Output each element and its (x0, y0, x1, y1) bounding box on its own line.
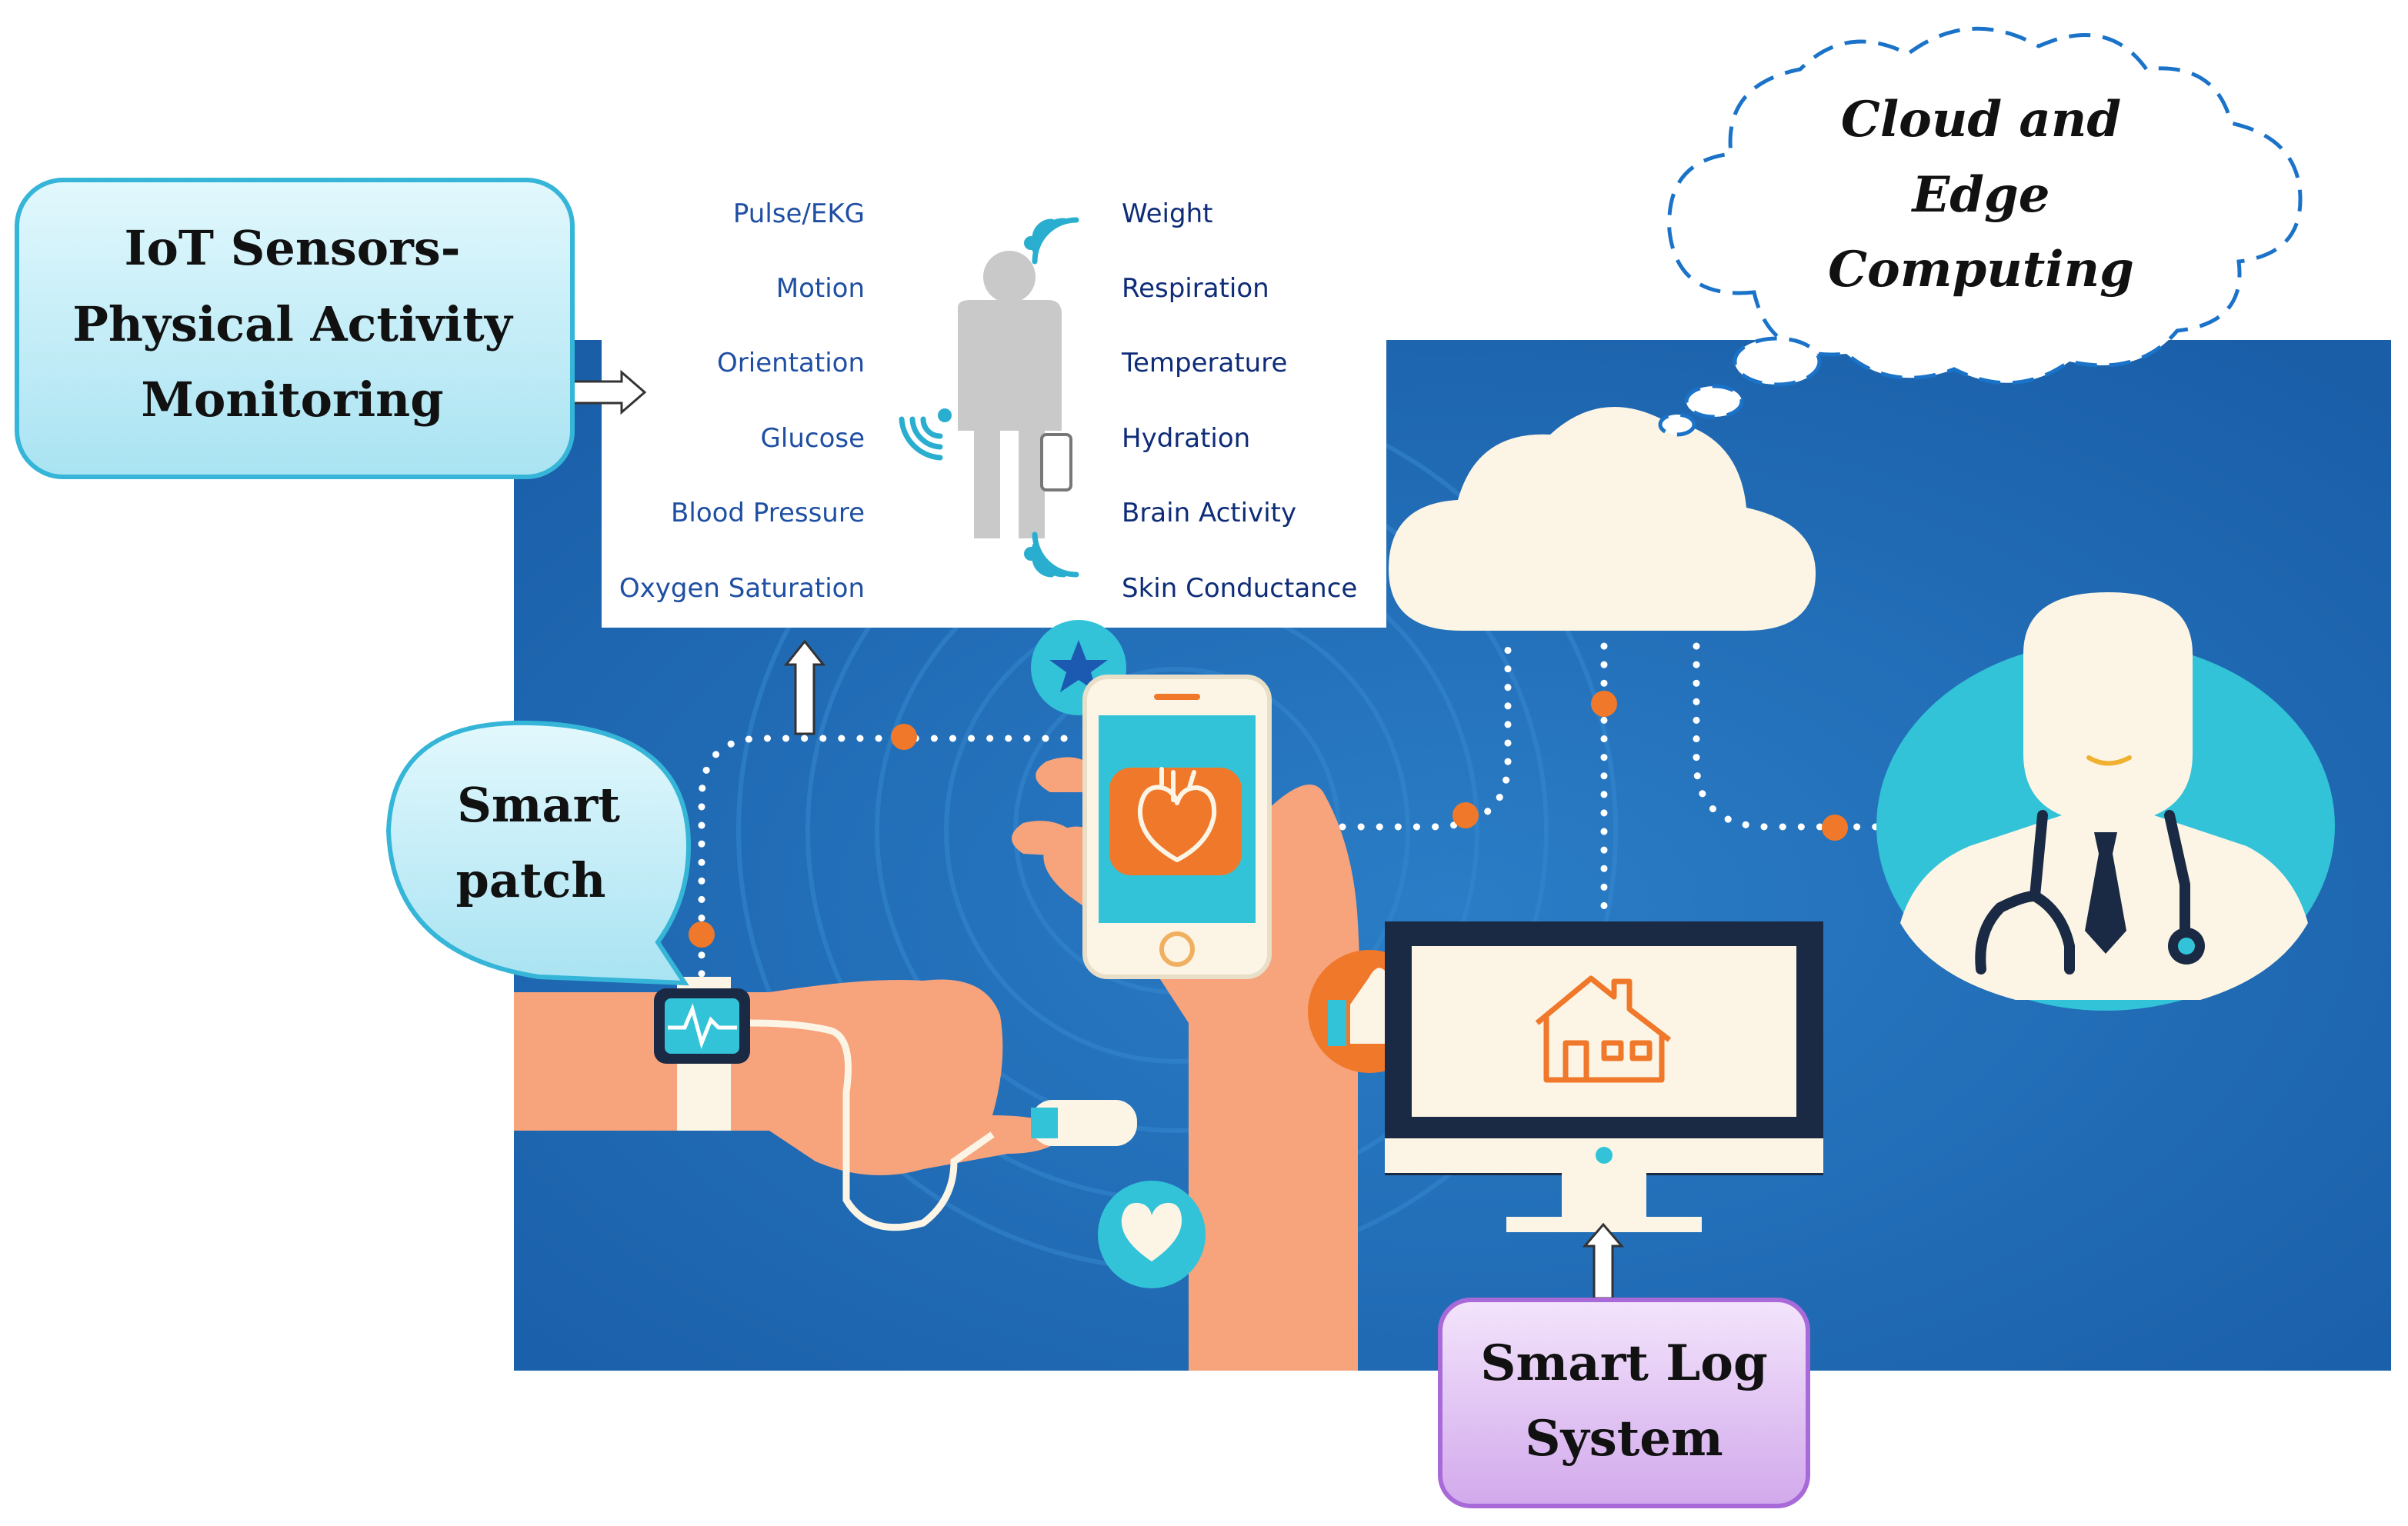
cloud-edge-label: Edge (1911, 166, 2050, 224)
sensor-label-left: Pulse/EKG (733, 198, 865, 229)
arrow-up-icon (1582, 1222, 1625, 1300)
doctor-smile (2086, 755, 2132, 766)
person-icon (958, 251, 1062, 538)
sensor-list-right: Weight Respiration Temperature Hydration… (1121, 198, 1357, 604)
connection-nodes (689, 691, 1848, 948)
smart-patch-label: Smart (457, 777, 620, 833)
sensor-label-left: Motion (776, 273, 865, 304)
stethoscope-bell-center (2178, 938, 2195, 955)
phone-home-button (1159, 931, 1195, 967)
sensor-label-right: Skin Conductance (1122, 573, 1357, 604)
sensor-label-left: Orientation (717, 348, 865, 378)
doctor-icon (1900, 592, 2308, 1000)
thought-cloud (1658, 26, 2303, 437)
star-icon (1049, 640, 1108, 692)
monitor-screen (1412, 946, 1796, 1117)
sensor-list-left: Pulse/EKG Motion Orientation Glucose Blo… (619, 198, 865, 604)
cloud-edge-label: Cloud and (1841, 91, 2121, 148)
smart-log-label: System (1525, 1410, 1723, 1468)
iot-sensors-label: Physical Activity (72, 296, 514, 352)
monitor-neck (1562, 1173, 1646, 1219)
smart-log-box (1438, 1298, 1810, 1508)
cloud-edge-label: Computing (1828, 241, 2134, 298)
thumbs-up-cuff (1328, 1000, 1346, 1046)
smartwatch-screen (665, 998, 739, 1054)
sensor-cable (749, 1019, 995, 1231)
cloud-icon (1389, 407, 1816, 631)
home-icon (1535, 975, 1672, 1083)
sensor-label-left: Blood Pressure (671, 498, 865, 528)
iot-sensors-box (15, 178, 575, 479)
sensor-label-right: Hydration (1122, 423, 1250, 454)
sensor-dots (938, 236, 1038, 561)
sensor-label-right: Brain Activity (1122, 498, 1296, 528)
sensor-label-right: Temperature (1121, 348, 1287, 378)
smart-log-label: Smart Log (1480, 1334, 1767, 1392)
arrow-right-icon (572, 369, 647, 415)
heart-icon (1137, 767, 1217, 862)
smart-patch-label: patch (456, 852, 606, 908)
iot-sensors-label: IoT Sensors- (125, 220, 461, 276)
heartbeat-icon (668, 1003, 737, 1049)
heart-like-icon (1121, 1202, 1182, 1261)
iot-sensors-label: Monitoring (141, 372, 443, 428)
arrow-up-icon (783, 639, 826, 735)
finger-sensor-clip (1031, 1108, 1058, 1138)
phone-speaker (1154, 694, 1200, 700)
sensor-label-right: Respiration (1122, 273, 1269, 304)
sensor-label-right: Weight (1122, 198, 1212, 229)
phone-small-icon (1040, 433, 1072, 491)
sensor-label-left: Oxygen Saturation (619, 573, 865, 604)
smart-patch-bubble (385, 720, 692, 986)
sensor-label-left: Glucose (761, 423, 865, 454)
tie-icon (2085, 832, 2126, 954)
stethoscope-icon (1975, 810, 2190, 975)
monitor-power-light (1596, 1147, 1613, 1164)
connection-lines (698, 642, 1881, 996)
arm-with-watch (514, 979, 1069, 1175)
